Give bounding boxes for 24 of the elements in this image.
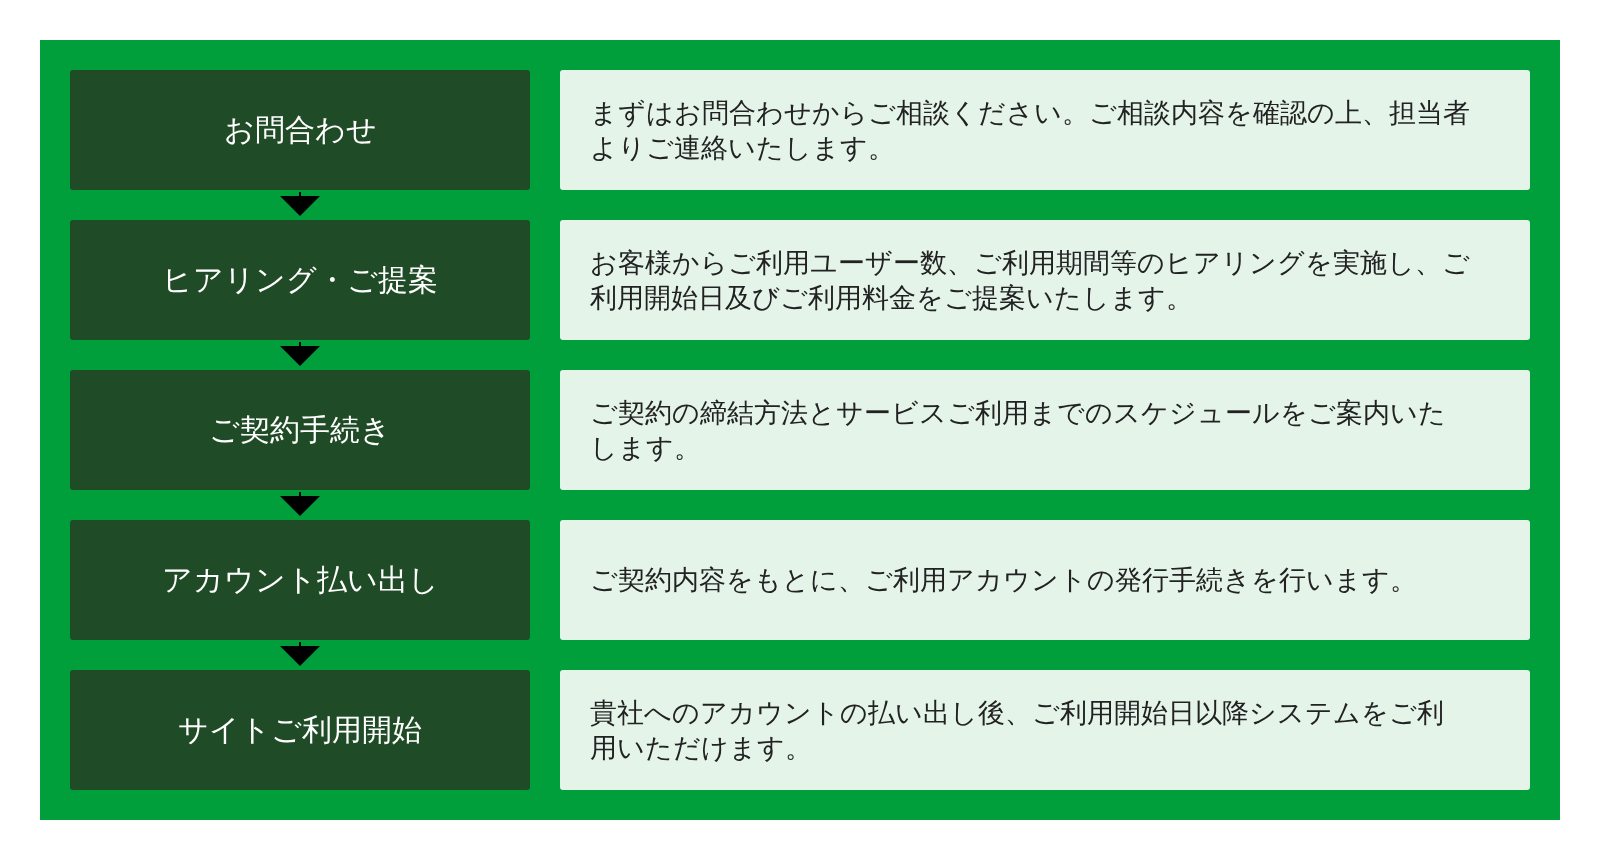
arrow (280, 641, 320, 666)
description-text: ご契約内容をもとに、ご利用アカウントの発行手続きを行います。 (590, 563, 1417, 598)
step-box (70, 70, 530, 190)
description-box (560, 70, 1530, 190)
step-box (70, 670, 530, 790)
description-box (560, 670, 1530, 790)
description-text: ご契約の締結方法とサービスご利用までのスケジュールをご案内いたします。 (590, 395, 1447, 465)
step-label: ヒアリング・ご提案 (162, 260, 438, 299)
description-box (560, 520, 1530, 640)
description-text: 貴社へのアカウントの払い出し後、ご利用開始日以降システムをご利用いただけます。 (590, 695, 1445, 765)
arrow (280, 491, 320, 516)
arrow (280, 191, 320, 216)
description-box (560, 370, 1530, 490)
description-text: お客様からご利用ユーザー数、ご利用期間等のヒアリングを実施し、ご利用開始日及びご利用料金をご提案いたします。 (590, 245, 1470, 315)
step-label: サイトご利用開始 (178, 710, 422, 749)
step-box (70, 370, 530, 490)
step-box (70, 520, 530, 640)
description-text: まずはお問合わせからご相談ください。ご相談内容を確認の上、担当者よりご連絡いたします。 (590, 95, 1470, 165)
step-box (70, 220, 530, 340)
description-box (560, 220, 1530, 340)
step-label: アカウント払い出し (161, 560, 439, 599)
step-label: ご契約手続き (209, 410, 391, 449)
arrow (280, 341, 320, 366)
step-label: お問合わせ (223, 110, 377, 149)
